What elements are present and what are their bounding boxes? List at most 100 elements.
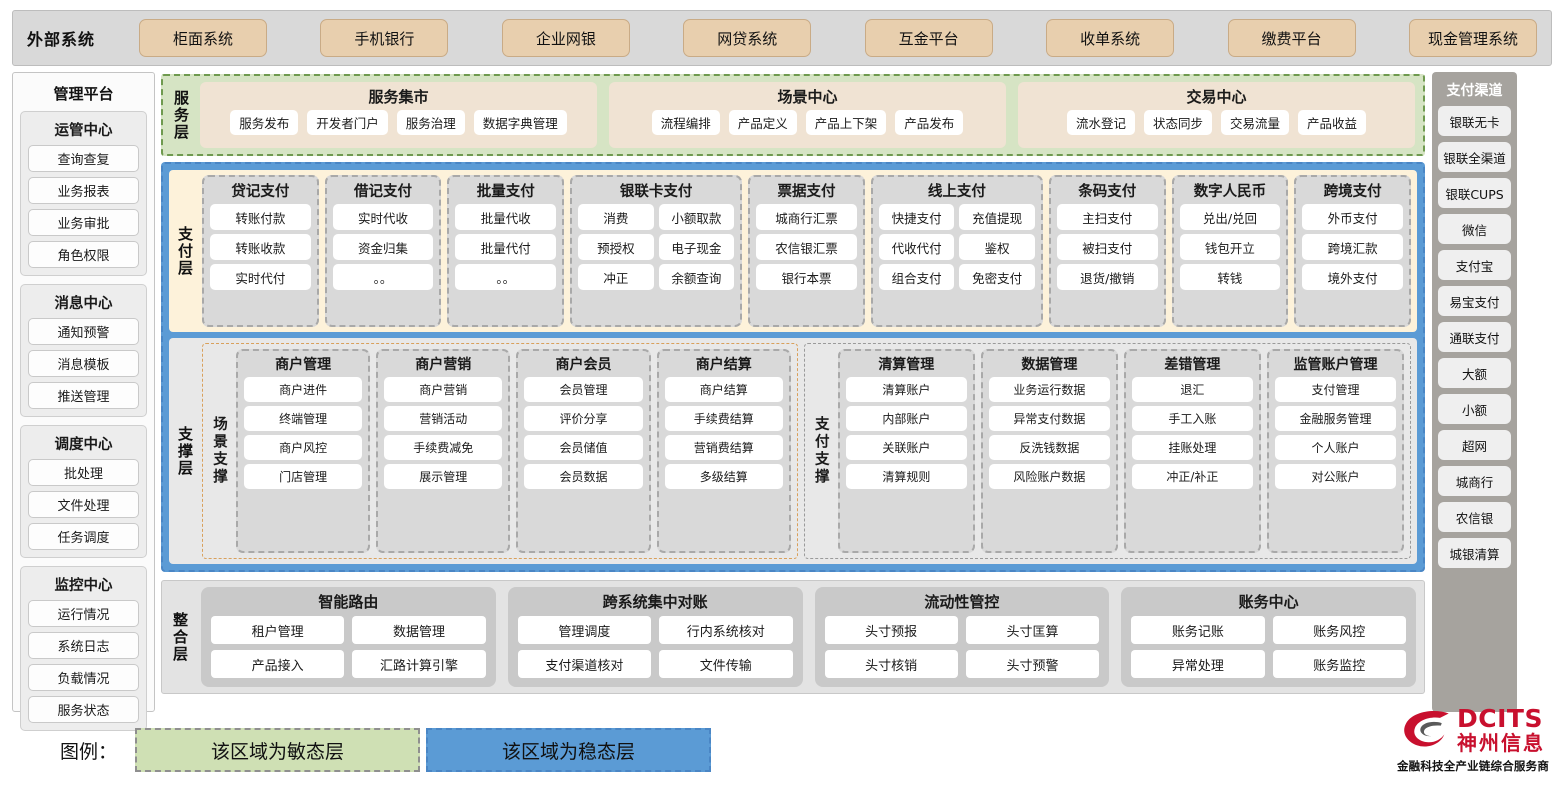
service-item[interactable]: 产品收益: [1298, 110, 1367, 135]
support-item[interactable]: 对公账户: [1274, 464, 1396, 489]
external-system-chip[interactable]: 互金平台: [864, 19, 993, 57]
management-item[interactable]: 服务状态: [28, 696, 139, 723]
management-item[interactable]: 系统日志: [28, 632, 139, 659]
payment-item[interactable]: 转账收款: [210, 234, 311, 260]
external-system-chip[interactable]: 柜面系统: [139, 19, 267, 57]
external-system-chip[interactable]: 企业网银: [501, 19, 630, 57]
support-item[interactable]: 金融服务管理: [1274, 406, 1396, 431]
external-system-chip[interactable]: 手机银行: [320, 19, 449, 57]
payment-channel-item[interactable]: 小额: [1438, 394, 1511, 424]
support-item[interactable]: 清算规则: [845, 464, 967, 489]
payment-item[interactable]: 组合支付: [878, 264, 955, 290]
support-item[interactable]: 会员储值: [524, 435, 643, 460]
payment-item[interactable]: 农信银汇票: [756, 234, 857, 260]
payment-item[interactable]: 快捷支付: [878, 204, 955, 230]
external-system-chip[interactable]: 现金管理系统: [1408, 19, 1537, 57]
payment-item[interactable]: 实时代付: [210, 264, 311, 290]
payment-item[interactable]: 主扫支付: [1056, 204, 1158, 230]
integration-item[interactable]: 租户管理: [211, 616, 345, 644]
payment-item[interactable]: 。。: [332, 264, 434, 290]
management-item[interactable]: 任务调度: [28, 523, 139, 550]
payment-item[interactable]: 退货/撤销: [1056, 264, 1158, 290]
service-item[interactable]: 交易流量: [1221, 110, 1290, 135]
support-item[interactable]: 手续费减免: [384, 435, 503, 460]
management-item[interactable]: 业务审批: [28, 209, 139, 236]
payment-item[interactable]: 。。: [455, 264, 557, 290]
payment-item[interactable]: 消费: [578, 204, 654, 230]
payment-item[interactable]: 转账付款: [210, 204, 311, 230]
support-item[interactable]: 会员数据: [524, 464, 643, 489]
integration-item[interactable]: 异常处理: [1131, 650, 1265, 678]
support-item[interactable]: 商户结算: [664, 377, 783, 402]
support-item[interactable]: 手工入账: [1131, 406, 1253, 431]
support-item[interactable]: 异常支付数据: [988, 406, 1110, 431]
management-item[interactable]: 消息模板: [28, 350, 139, 377]
integration-item[interactable]: 数据管理: [352, 616, 486, 644]
support-item[interactable]: 商户营销: [384, 377, 503, 402]
payment-item[interactable]: 城商行汇票: [756, 204, 857, 230]
support-item[interactable]: 终端管理: [244, 406, 363, 431]
payment-item[interactable]: 被扫支付: [1056, 234, 1158, 260]
payment-item[interactable]: 外币支付: [1302, 204, 1403, 230]
integration-item[interactable]: 头寸预警: [965, 650, 1100, 678]
management-item[interactable]: 负载情况: [28, 664, 139, 691]
payment-item[interactable]: 跨境汇款: [1302, 234, 1403, 260]
payment-channel-item[interactable]: 农信银: [1438, 502, 1511, 532]
integration-item[interactable]: 产品接入: [211, 650, 345, 678]
support-item[interactable]: 清算账户: [845, 377, 967, 402]
management-item[interactable]: 文件处理: [28, 491, 139, 518]
payment-channel-item[interactable]: 城商行: [1438, 466, 1511, 496]
payment-channel-item[interactable]: 银联全渠道: [1438, 142, 1511, 172]
payment-item[interactable]: 小额取款: [658, 204, 735, 230]
payment-channel-item[interactable]: 城银清算: [1438, 538, 1511, 568]
payment-item[interactable]: 钱包开立: [1179, 234, 1281, 260]
payment-channel-item[interactable]: 支付宝: [1438, 250, 1511, 280]
service-item[interactable]: 流水登记: [1066, 110, 1135, 135]
payment-item[interactable]: 余额查询: [658, 264, 735, 290]
support-item[interactable]: 商户进件: [244, 377, 363, 402]
payment-item[interactable]: 批量代付: [455, 234, 557, 260]
integration-item[interactable]: 头寸预报: [824, 616, 958, 644]
support-item[interactable]: 评价分享: [524, 406, 643, 431]
payment-item[interactable]: 银行本票: [756, 264, 857, 290]
support-item[interactable]: 退汇: [1131, 377, 1253, 402]
payment-item[interactable]: 转钱: [1179, 264, 1281, 290]
integration-item[interactable]: 支付渠道核对: [517, 650, 652, 678]
integration-item[interactable]: 账务记账: [1131, 616, 1265, 644]
support-item[interactable]: 挂账处理: [1131, 435, 1253, 460]
support-item[interactable]: 展示管理: [384, 464, 503, 489]
integration-item[interactable]: 账务风控: [1272, 616, 1406, 644]
management-item[interactable]: 查询查复: [28, 145, 139, 172]
service-item[interactable]: 服务发布: [230, 110, 299, 135]
integration-item[interactable]: 行内系统核对: [659, 616, 793, 644]
integration-item[interactable]: 汇路计算引擎: [352, 650, 486, 678]
management-item[interactable]: 通知预警: [28, 318, 139, 345]
integration-item[interactable]: 文件传输: [659, 650, 793, 678]
support-item[interactable]: 营销活动: [384, 406, 503, 431]
payment-item[interactable]: 充值提现: [959, 204, 1035, 230]
support-item[interactable]: 内部账户: [845, 406, 967, 431]
payment-channel-item[interactable]: 超网: [1438, 430, 1511, 460]
payment-item[interactable]: 实时代收: [332, 204, 434, 230]
payment-channel-item[interactable]: 微信: [1438, 214, 1511, 244]
payment-item[interactable]: 电子现金: [658, 234, 735, 260]
support-item[interactable]: 商户风控: [244, 435, 363, 460]
integration-item[interactable]: 管理调度: [517, 616, 652, 644]
payment-item[interactable]: 境外支付: [1302, 264, 1403, 290]
support-item[interactable]: 业务运行数据: [988, 377, 1110, 402]
service-item[interactable]: 产品定义: [728, 110, 797, 135]
support-item[interactable]: 多级结算: [664, 464, 783, 489]
payment-channel-item[interactable]: 银联无卡: [1438, 106, 1511, 136]
payment-item[interactable]: 代收代付: [878, 234, 955, 260]
external-system-chip[interactable]: 网贷系统: [683, 19, 812, 57]
service-item[interactable]: 流程编排: [651, 110, 720, 135]
integration-item[interactable]: 头寸核销: [824, 650, 958, 678]
payment-channel-item[interactable]: 通联支付: [1438, 322, 1511, 352]
management-item[interactable]: 批处理: [28, 459, 139, 486]
integration-item[interactable]: 头寸匡算: [965, 616, 1100, 644]
external-system-chip[interactable]: 缴费平台: [1227, 19, 1356, 57]
support-item[interactable]: 关联账户: [845, 435, 967, 460]
service-item[interactable]: 状态同步: [1143, 110, 1212, 135]
payment-channel-item[interactable]: 大额: [1438, 358, 1511, 388]
support-item[interactable]: 营销费结算: [664, 435, 783, 460]
